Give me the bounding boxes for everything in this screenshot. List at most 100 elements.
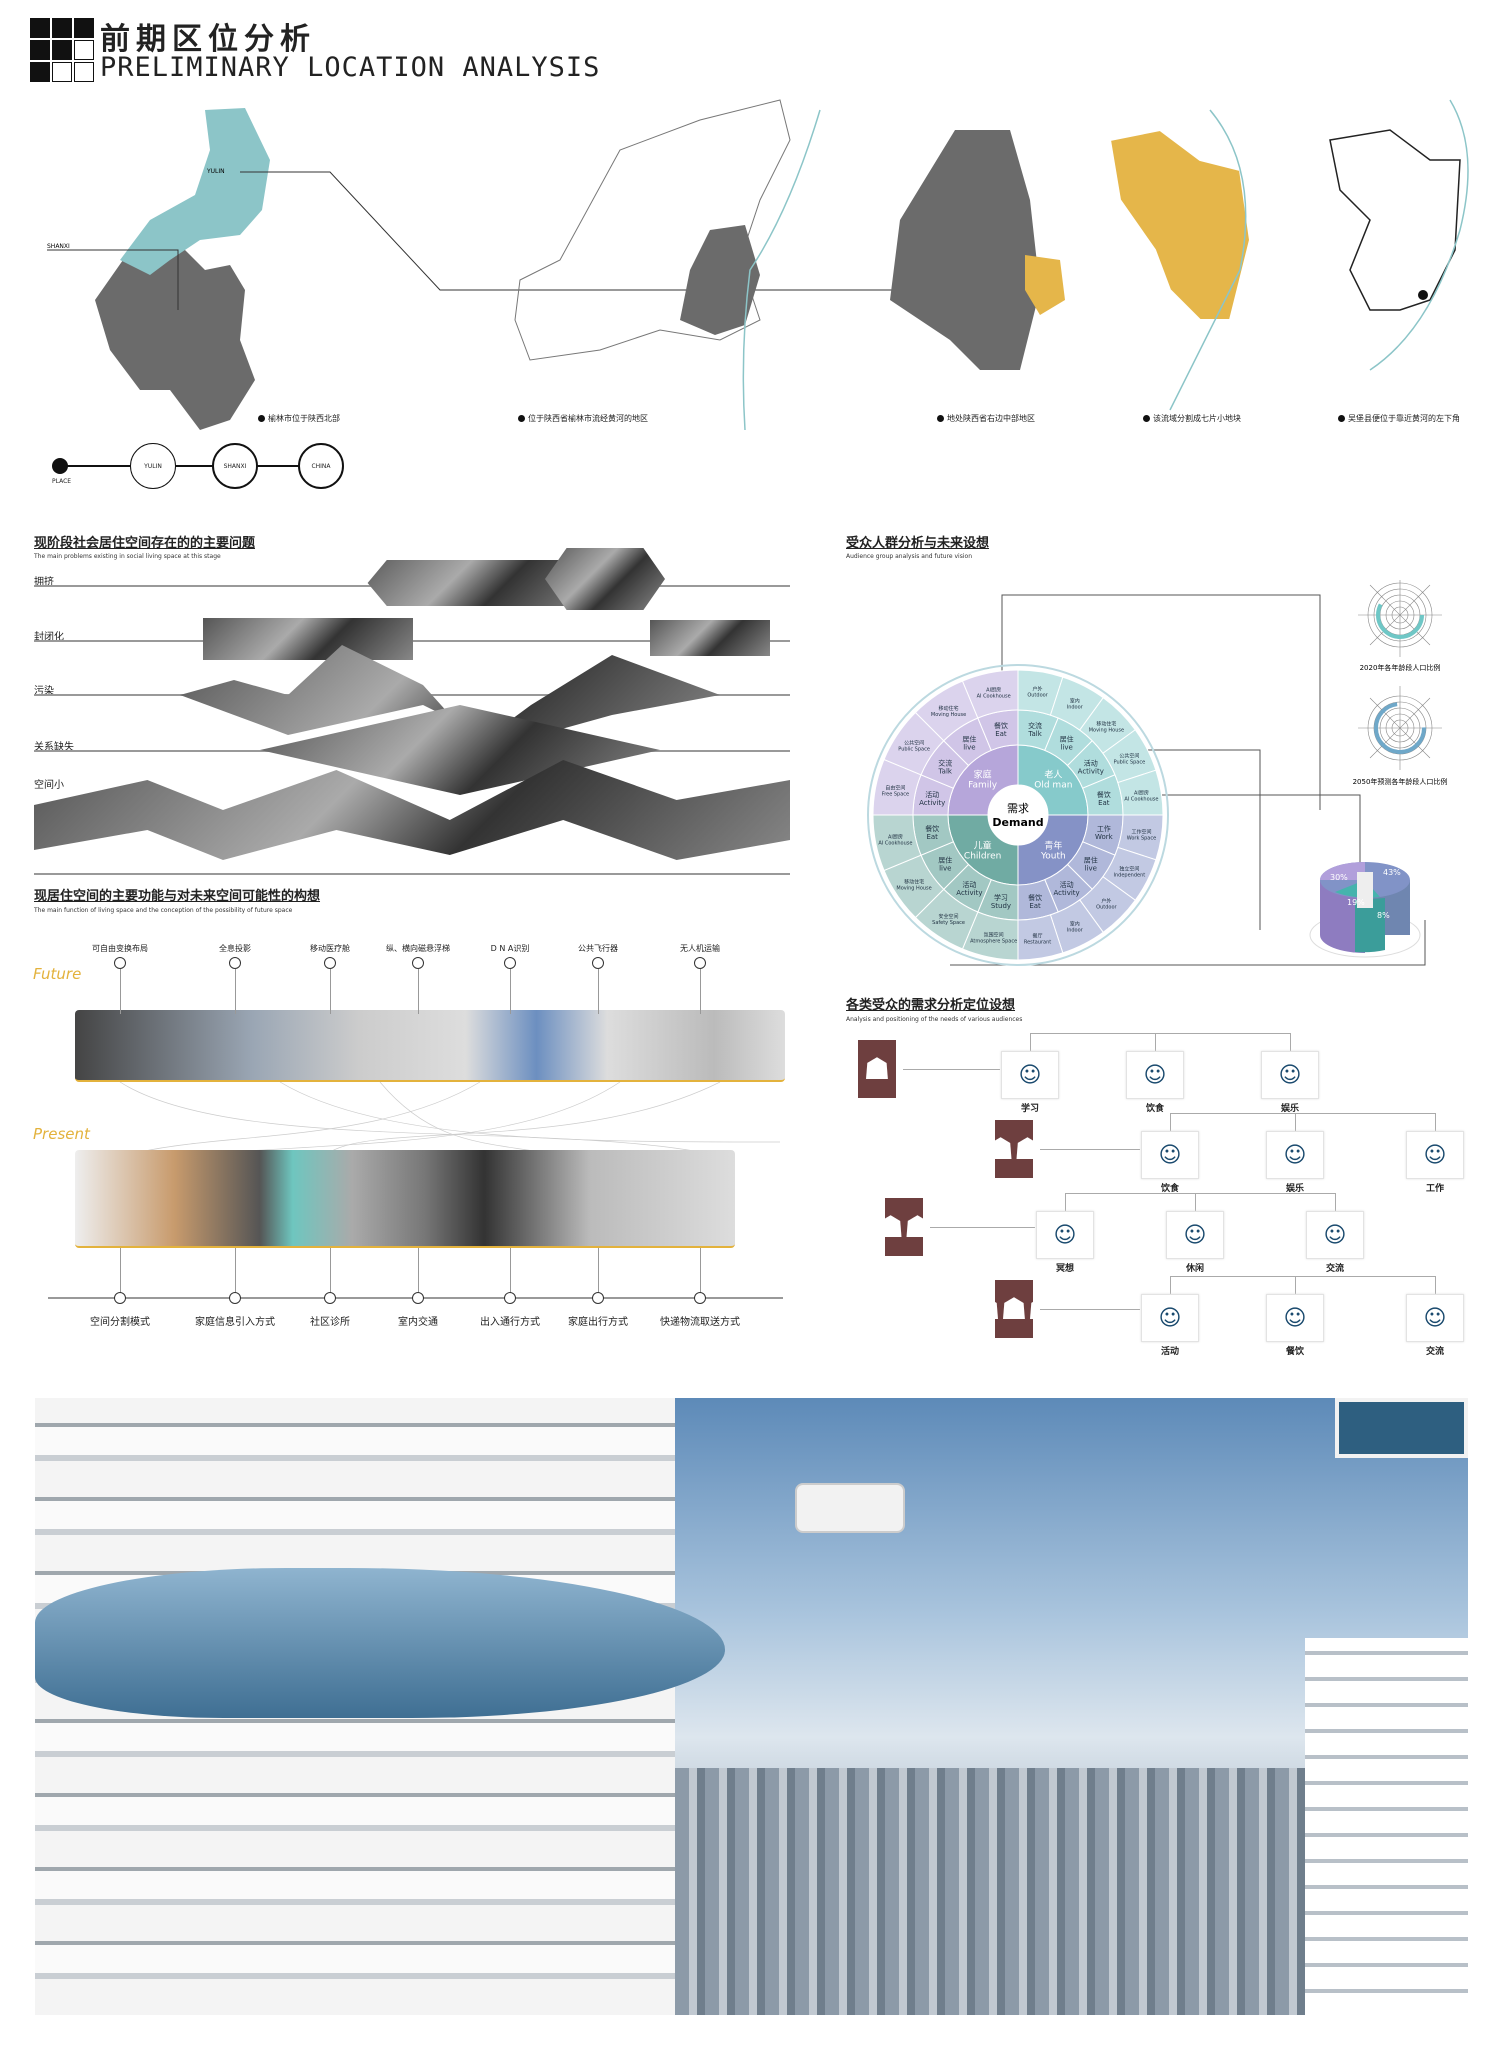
need-illustration-icon: ☺ [1306,1211,1364,1259]
segment-label-cn: 室内 [1070,920,1080,927]
connector [1295,1276,1296,1294]
connector [1290,1033,1291,1051]
segment-label-cn: 户外 [1033,686,1043,693]
segment-label-cn: 餐饮 [925,824,939,833]
present-item-label: 家庭出行方式 [568,1317,628,1328]
radar-chart-2050: 2050年预测各年龄段人口比例 [1353,686,1447,786]
need-illustration-icon: ☺ [1406,1131,1464,1179]
need-illustration-icon: ☺ [1036,1211,1094,1259]
segment-label-en: AI Cookhouse [1124,796,1158,802]
connector [330,1248,331,1293]
connector [930,1227,1035,1228]
need-illustration-icon: ☺ [1166,1211,1224,1259]
need-label: 交流 [1425,1347,1445,1357]
segment-label-cn: AI厨房 [888,833,903,840]
future-item-label: 无人机运输 [680,944,720,953]
future-city-render [35,1398,1468,2015]
present-item-label: 出入通行方式 [480,1317,540,1328]
radar-chart-2020: 2020年各年龄段人口比例 [1358,580,1442,672]
segment-label-cn: 居住 [938,856,952,865]
connector [330,969,331,1014]
need-illustration-icon: ☺ [1261,1051,1319,1099]
connector [120,969,121,1014]
place-label: PLACE [52,478,72,485]
segment-label-cn: 交流 [1028,721,1042,730]
chain-node-shanxi: SHANXI [212,443,258,489]
radar-2020-label: 2020年各年龄段人口比例 [1360,663,1441,672]
map-area-highlight [680,225,760,335]
segment-label-en: Public Space [1114,759,1146,765]
segment-label-en: Activity [919,799,945,807]
connector [1335,1193,1336,1211]
connector [120,1248,121,1293]
group-label-en: Youth [1040,851,1066,861]
location-maps: YULIN SHANXI [47,99,1469,430]
future-node [229,957,241,969]
connector [1065,1193,1066,1211]
need-label: 工作 [1425,1184,1445,1194]
need-label: 餐饮 [1285,1347,1305,1357]
segment-label-cn: 移动住宅 [904,878,924,885]
segment-label-en: Atmosphere Space [970,939,1017,945]
segment-label-cn: 活动 [1084,758,1098,767]
segment-label-en: live [1085,865,1097,873]
need-illustration-icon: ☺ [1266,1294,1324,1342]
segment-label-en: AI Cookhouse [977,693,1011,699]
connector [1295,1113,1296,1131]
segment-label-en: Independent [1114,873,1146,879]
present-function-images [75,1150,735,1248]
positioning-title: 各类受众的需求分析定位设想 [846,998,1016,1013]
present-item-label: 快递物流取送方式 [660,1317,740,1328]
audience-silhouette-icon: ☗☗☗ [974,1280,1054,1338]
future-item-label: 纵、横向磁悬浮梯 [386,944,450,953]
segment-label-en: Free Space [882,792,909,798]
segment-label-cn: 安全空间 [939,913,959,920]
map-yulin-region [120,108,270,275]
segment-label-cn: 活动 [962,880,976,889]
divider [34,873,790,875]
segment-label-cn: 室内 [1070,698,1080,705]
segment-label-en: Public Space [898,747,930,753]
connector [598,1248,599,1293]
need-label: 娱乐 [1285,1184,1305,1194]
map-county-dark [890,130,1040,370]
present-node [324,1292,336,1304]
problem-label: 拥挤 [34,577,54,588]
segment-label-cn: 活动 [1060,880,1074,889]
present-node [694,1292,706,1304]
connector [235,1248,236,1293]
segment-label-cn: 公共空间 [1119,752,1139,759]
yulin-label: YULIN [206,168,225,175]
future-node [694,957,706,969]
connector [1435,1113,1436,1131]
present-label: Present [33,1125,90,1143]
segment-label-cn: 餐饮 [994,721,1008,730]
map-caption-4: 该流域分割成七片小地块 [1143,413,1241,424]
need-illustration-icon: ☺ [1141,1294,1199,1342]
future-node [412,957,424,969]
group-label-cn: 老人 [1044,769,1062,781]
map-caption-1: 榆林市位于陕西北部 [258,413,340,424]
map-caption-5: 吴堡县便位于靠近黄河的左下角 [1338,413,1460,424]
connector [1065,1193,1335,1194]
segment-label-cn: 工作空间 [1131,829,1151,836]
need-illustration-icon: ☺ [1406,1294,1464,1342]
segment-label-cn: 餐厅 [1033,932,1043,939]
segment-label-en: Activity [1078,767,1104,775]
present-item-label: 空间分割模式 [90,1317,150,1328]
connector [700,1248,701,1293]
need-label: 交流 [1325,1264,1345,1274]
connector [418,1248,419,1293]
segment-label-cn: 餐饮 [1028,893,1042,902]
segment-label-en: Study [991,902,1011,910]
segment-label-en: Outdoor [1096,904,1117,910]
segment-label-en: Talk [938,767,953,775]
crowding-photo [545,548,665,610]
demand-center-en: Demand [992,816,1043,829]
need-label: 学习 [1020,1104,1040,1114]
group-label-en: Old man [1034,781,1072,791]
group-label-en: Children [964,851,1001,861]
connector [1435,1276,1436,1294]
shanxi-label: SHANXI [47,243,70,250]
